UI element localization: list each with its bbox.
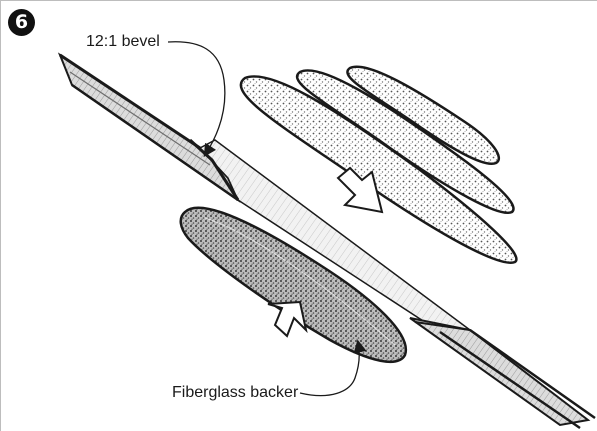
backer-direction-arrow [268,302,306,336]
step-number-badge: 6 [8,9,35,36]
hull-panel-upper [60,55,238,200]
backer-label: Fiberglass backer [172,384,298,402]
hull-panel-lower [410,318,595,428]
bevel-label: 12:1 bevel [86,33,160,51]
fiberglass-plies [241,67,517,263]
